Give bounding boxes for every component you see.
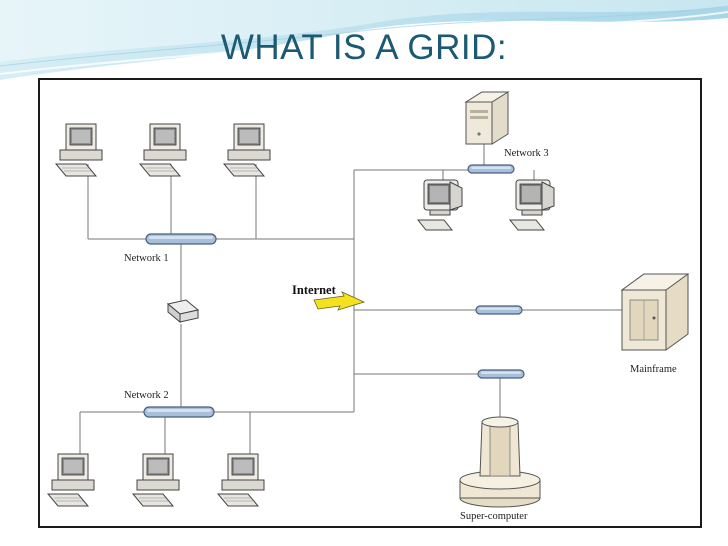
network-1-label: Network 1: [124, 253, 169, 264]
desktop-computer-icon: [223, 123, 271, 177]
workstation-computer-icon: [509, 179, 555, 231]
network-3-label: Network 3: [504, 148, 549, 159]
server-tower-icon: [464, 91, 510, 145]
network-hub: [475, 305, 523, 315]
router-icon: [166, 299, 200, 324]
supercomputer-label: Super-computer: [460, 511, 528, 522]
network-2-label: Network 2: [124, 390, 169, 401]
workstation-computer-icon: [417, 179, 463, 231]
desktop-computer-icon: [217, 453, 265, 507]
network-1: Network 1: [55, 123, 271, 264]
desktop-computer-icon: [55, 123, 103, 177]
supercomputer-icon: [459, 416, 541, 508]
header-wave-line-2: [0, 5, 728, 67]
network-hub: [467, 164, 515, 174]
internet-label: Internet: [292, 283, 337, 297]
internet: Internet: [292, 283, 366, 311]
lightning-bolt-icon: [313, 291, 366, 311]
mainframe-icon: [620, 273, 690, 351]
slide-title: WHAT IS A GRID:: [220, 28, 508, 67]
network-3: Network 3: [417, 91, 555, 231]
mainframe-label: Mainframe: [630, 364, 677, 375]
desktop-computer-icon: [139, 123, 187, 177]
network-hub: [145, 233, 217, 245]
network-hub: [143, 406, 215, 418]
header-wave-line: [0, 11, 728, 75]
desktop-computer-icon: [47, 453, 95, 507]
supercomputer: Super-computer: [459, 369, 541, 522]
header-wave-front: [0, 0, 728, 62]
network-2: Network 2: [47, 390, 265, 507]
desktop-computer-icon: [132, 453, 180, 507]
grid-network-diagram: Network 1 Network 2 Internet Network 3: [47, 91, 690, 522]
mainframe: Mainframe: [475, 273, 690, 375]
network-hub: [477, 369, 525, 379]
